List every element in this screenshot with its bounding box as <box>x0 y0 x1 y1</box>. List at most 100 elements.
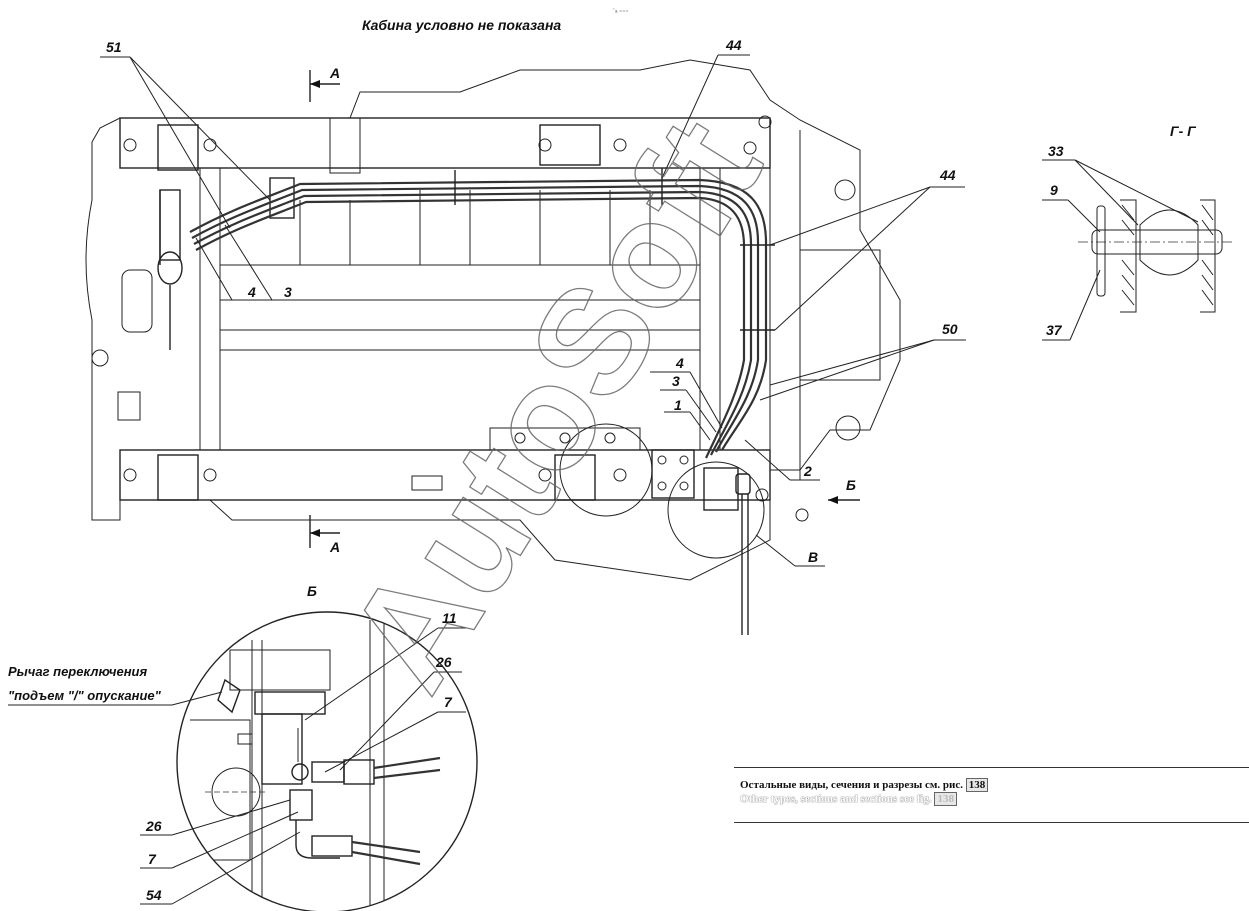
svg-text:В: В <box>808 549 818 565</box>
svg-text:4: 4 <box>247 284 256 300</box>
mount-rear-mid <box>554 454 596 501</box>
lever-pivot <box>237 733 253 745</box>
lever-label-line2: "подъем "/" опускание" <box>8 688 162 703</box>
callout-4-right: 4 <box>650 355 723 429</box>
svg-text:Г- Г: Г- Г <box>1170 123 1197 139</box>
hose-upper <box>373 756 441 780</box>
svg-text:Б: Б <box>307 583 317 599</box>
fitting-26-top <box>343 759 375 785</box>
manifold-top <box>254 691 326 715</box>
svg-text:51: 51 <box>106 39 122 55</box>
valve-top-block <box>229 649 331 691</box>
svg-text:33: 33 <box>1048 143 1064 159</box>
side-plate <box>190 719 251 861</box>
svg-text:AutoSoft: AutoSoft <box>315 91 793 717</box>
callout-51: 51 <box>100 39 271 229</box>
lever-label-line1: Рычаг переключения <box>8 664 147 679</box>
fitting-54 <box>311 835 353 857</box>
callout-2: 2 <box>744 439 820 481</box>
svg-text:50: 50 <box>942 321 958 337</box>
callout-44-right: 44 <box>769 167 965 331</box>
left-valve-body <box>159 189 181 261</box>
valve-cap <box>735 473 751 495</box>
svg-text:4: 4 <box>675 355 684 371</box>
lever-handle <box>217 678 241 714</box>
elbow <box>295 820 340 859</box>
section-marker-b: Б <box>828 477 860 504</box>
svg-text:26: 26 <box>435 654 452 670</box>
svg-text:44: 44 <box>939 167 956 183</box>
manifold-body <box>261 713 303 785</box>
tiny-mark: ⁻ₐ ₌₌₌ <box>612 8 629 14</box>
callout-3-left: 3 <box>224 224 302 301</box>
cotter-37 <box>1096 205 1106 297</box>
ribs <box>299 190 651 265</box>
right-side-frame <box>769 130 881 480</box>
left-rail <box>199 167 221 451</box>
note-en: Other types, sections and sections see f… <box>740 792 957 806</box>
reference-note: Остальные виды, сечения и разрезы см. ри… <box>734 767 1249 823</box>
svg-text:2: 2 <box>803 463 812 479</box>
rear-beam <box>119 449 771 501</box>
section-gg: Г- Г 33 9 37 <box>1042 123 1235 341</box>
bolt-holes <box>91 115 861 522</box>
tractor-frame <box>85 59 901 581</box>
bracket-top <box>329 117 361 174</box>
note-ru-text: Остальные виды, сечения и разрезы см. ри… <box>740 779 963 791</box>
cutout-small <box>117 391 141 421</box>
svg-text:11: 11 <box>442 610 457 626</box>
svg-text:7: 7 <box>148 851 157 867</box>
fitting-26-bottom <box>289 789 313 821</box>
watermark: AutoSoft <box>314 90 793 717</box>
mount-front-left <box>157 124 199 171</box>
hose-bundle <box>189 168 775 459</box>
svg-text:37: 37 <box>1046 322 1063 338</box>
svg-text:54: 54 <box>146 887 162 903</box>
hatching <box>1121 204 1214 306</box>
svg-text:А: А <box>329 539 340 555</box>
valve-plate <box>651 449 695 499</box>
svg-text:3: 3 <box>672 373 680 389</box>
drawing-caption: Кабина условно не показана <box>362 17 561 33</box>
detail-circle-v <box>667 461 765 559</box>
port-1 <box>291 763 309 781</box>
svg-text:Б: Б <box>846 477 856 493</box>
detail-outline <box>176 611 478 911</box>
right-valve-assembly <box>559 423 765 635</box>
callout-44-top: 44 <box>661 37 750 179</box>
detail-circle-2 <box>559 423 653 517</box>
connector-block <box>269 177 295 219</box>
mount-rear-left <box>157 454 199 501</box>
callout-50: 50 <box>759 321 966 401</box>
svg-text:7: 7 <box>444 694 453 710</box>
detail-view-b: Б 11 <box>8 583 478 911</box>
note-en-text: Other types, sections and sections see f… <box>740 793 932 805</box>
cutout-left <box>121 269 153 333</box>
svg-text:9: 9 <box>1050 182 1058 198</box>
section-marker-a-bottom: А <box>309 515 340 555</box>
section-marker-a-top: А <box>309 65 340 102</box>
callout-v: В <box>755 534 825 567</box>
hose-lower <box>351 840 421 866</box>
note-ru-fig-link[interactable]: 138 <box>965 778 989 792</box>
bushing <box>1139 209 1199 276</box>
svg-text:26: 26 <box>145 818 162 834</box>
cutout-bottom <box>411 475 443 491</box>
valve-body <box>703 467 739 511</box>
svg-text:1: 1 <box>674 397 682 413</box>
callout-4-left: 4 <box>195 237 262 301</box>
body-outline <box>85 59 901 581</box>
mount-front-mid <box>539 124 601 166</box>
plate-left <box>1120 199 1137 313</box>
svg-text:44: 44 <box>725 37 742 53</box>
svg-text:А: А <box>329 65 340 81</box>
note-ru: Остальные виды, сечения и разрезы см. ри… <box>740 778 989 792</box>
plate-right <box>1200 199 1216 313</box>
front-beam <box>119 117 771 169</box>
note-en-fig-link[interactable]: 138 <box>934 792 957 806</box>
svg-text:3: 3 <box>284 284 292 300</box>
callout-3-right: 3 <box>660 373 717 433</box>
callout-1: 1 <box>664 397 711 441</box>
left-valve-head <box>157 251 183 285</box>
